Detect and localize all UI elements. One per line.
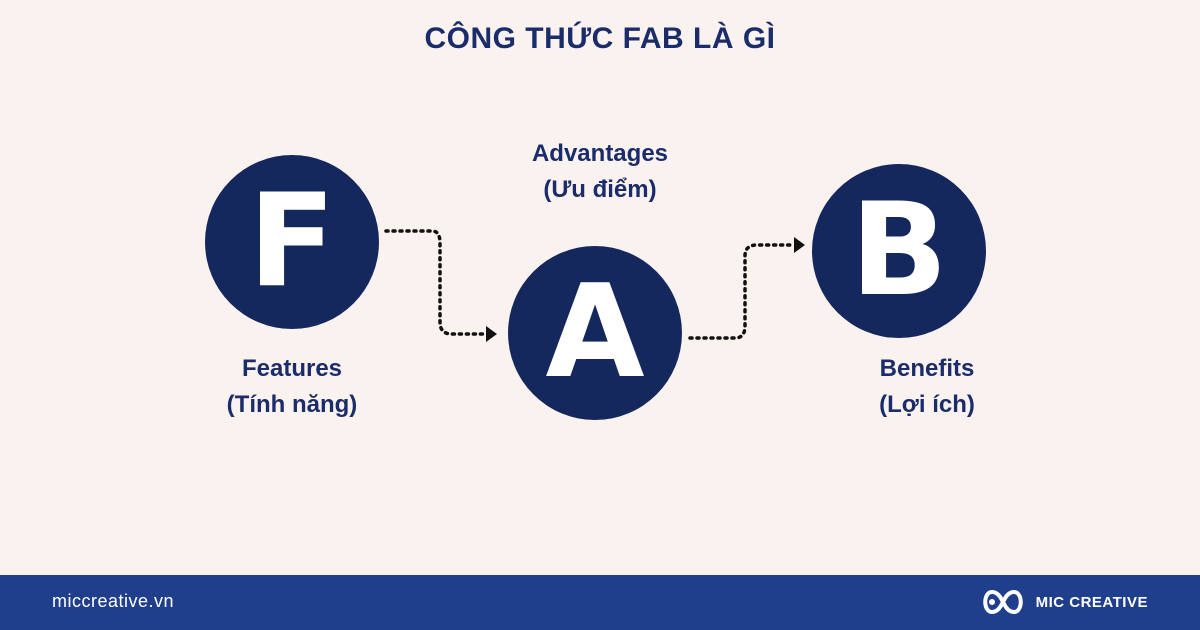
features-letter: F [248, 167, 336, 316]
page-title: CÔNG THỨC FAB LÀ GÌ [424, 22, 776, 55]
flow-arrows [384, 229, 805, 342]
footer-bar: miccreative.vn MIC CREATIVE [0, 575, 1200, 630]
fab-diagram: F A B Features (Tính năng) Advantages (Ư… [192, 136, 1027, 423]
features-circle: F [205, 155, 379, 329]
infinity-loop-logo-icon [982, 589, 1023, 615]
brand[interactable]: MIC CREATIVE [980, 587, 1148, 617]
features-caption: Features (Tính năng) [192, 351, 392, 423]
brand-name: MIC CREATIVE [1035, 593, 1148, 611]
advantages-label: Advantages [531, 140, 669, 167]
arrow-a-to-b [688, 243, 794, 340]
arrow-f-to-a-head [486, 326, 497, 342]
benefits-caption: Benefits (Lợi ích) [827, 351, 1027, 423]
features-label: Features [241, 355, 343, 382]
advantages-caption: Advantages (Ưu điểm) [500, 136, 700, 208]
arrow-f-to-a [384, 229, 486, 336]
benefits-label: Benefits [879, 355, 975, 382]
features-translation: (Tính năng) [226, 391, 358, 418]
arrow-a-to-b-head [794, 237, 805, 253]
advantages-circle: A [508, 246, 682, 420]
advantages-translation: (Ưu điểm) [543, 176, 657, 203]
benefits-translation: (Lợi ích) [879, 391, 975, 418]
advantages-letter: A [545, 258, 645, 407]
benefits-letter: B [850, 176, 948, 325]
website-link[interactable]: miccreative.vn [52, 591, 175, 611]
benefits-circle: B [812, 164, 986, 338]
